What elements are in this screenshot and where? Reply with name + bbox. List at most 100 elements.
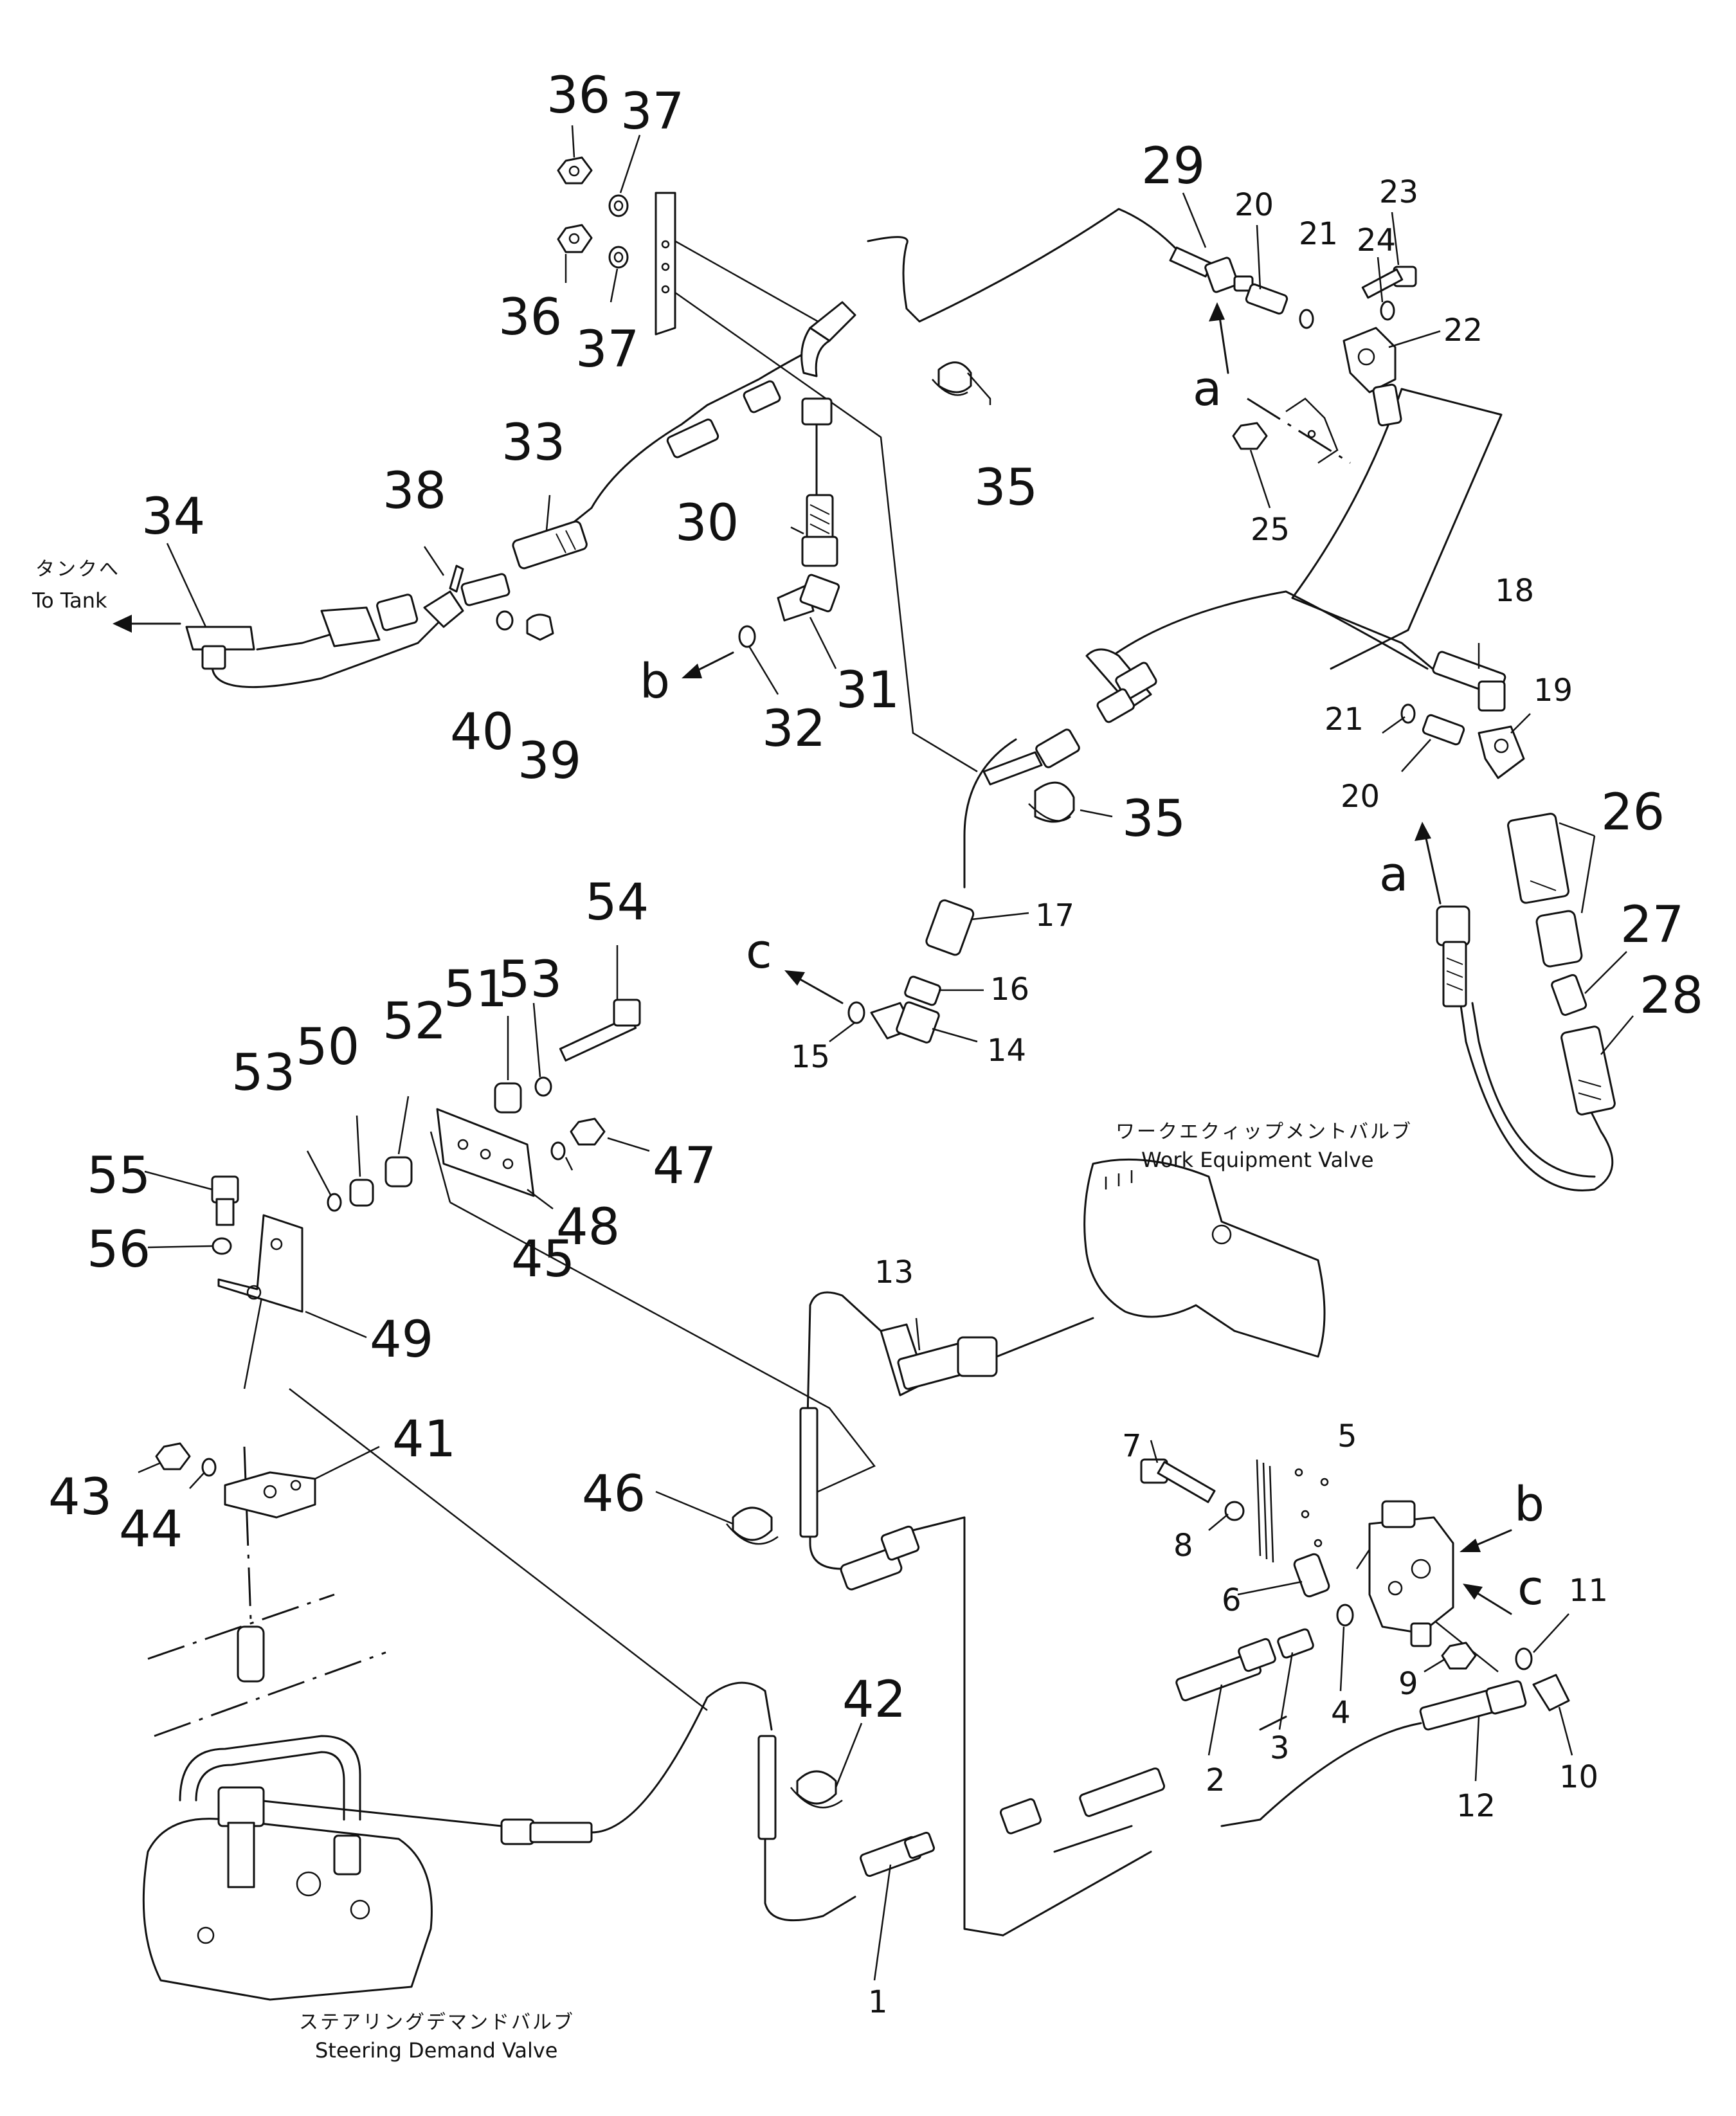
part-20-connector-mid (1422, 714, 1465, 746)
part-13-elbow (880, 1323, 998, 1397)
part-47-nut (570, 1117, 606, 1146)
letter-a-mid: a (1379, 847, 1408, 902)
label-part-27: 27 (1620, 896, 1684, 954)
label-part-35-bottom: 35 (1122, 790, 1186, 848)
label-part-36-top: 36 (547, 67, 610, 125)
label-part-34: 34 (141, 488, 205, 546)
label-part-44: 44 (119, 1501, 183, 1559)
part-29-elbow (1169, 246, 1254, 293)
part-36-nut-lower (557, 224, 593, 253)
label-part-41: 41 (392, 1411, 456, 1469)
label-part-36-bottom: 36 (498, 289, 562, 347)
part-10-elbow (1532, 1674, 1570, 1712)
fitting-near-46 (840, 1525, 920, 1591)
label-part-53-right: 53 (498, 951, 562, 1009)
part-35-u-clamp-upper (932, 361, 972, 396)
part-53-washer-right (534, 1076, 552, 1097)
pipe-joint-mid (982, 728, 1080, 786)
part-50-spacer (349, 1179, 374, 1207)
label-part-40: 40 (450, 703, 514, 761)
label-part-4: 4 (1331, 1695, 1351, 1731)
fitting-mid-upper (1085, 648, 1157, 723)
part-26-filter (1507, 813, 1569, 904)
label-part-25: 25 (1251, 512, 1290, 548)
label-part-21-top: 21 (1299, 216, 1338, 252)
label-part-14: 14 (987, 1033, 1026, 1069)
label-part-15: 15 (791, 1039, 830, 1075)
part-4-oring (1336, 1604, 1354, 1627)
letter-b-right: b (1514, 1477, 1544, 1532)
part-8-washer (1224, 1501, 1245, 1521)
part-25-nut (1232, 422, 1268, 450)
fitting-near-38 (460, 573, 511, 606)
part-43-nut (155, 1442, 191, 1470)
label-part-19: 19 (1533, 673, 1573, 709)
part-30-pipe-fitting (801, 397, 838, 567)
label-part-26: 26 (1601, 784, 1665, 842)
pipe-tube-46 (799, 1407, 818, 1538)
label-part-45: 45 (511, 1231, 575, 1289)
part-5-valve-block (1368, 1500, 1454, 1647)
part-55-bolt (211, 1175, 239, 1226)
pipe-elbow-junction (800, 301, 856, 377)
part-15-oring (847, 1001, 865, 1024)
part-9-nut (1441, 1641, 1477, 1670)
part-number-labels: 36 37 36 37 29 20 21 23 24 22 25 35 33 3… (48, 67, 1703, 2020)
to-tank-jp-label: タンクへ (35, 558, 120, 581)
label-part-13: 13 (874, 1254, 914, 1290)
part-44-washer (201, 1458, 217, 1477)
part-18-connector (1432, 651, 1506, 712)
label-part-56: 56 (87, 1221, 150, 1279)
letter-c-right: c (1517, 1560, 1544, 1616)
label-part-18: 18 (1495, 573, 1534, 609)
part-52-collar (384, 1156, 413, 1188)
fitting-near-34 (320, 593, 419, 647)
part-34-tee (185, 626, 255, 670)
label-part-32: 32 (762, 700, 826, 758)
fitting-upper-33 (666, 419, 719, 458)
label-part-23: 23 (1379, 174, 1418, 210)
label-part-52: 52 (383, 993, 446, 1051)
label-part-38: 38 (383, 462, 446, 520)
label-part-43: 43 (48, 1469, 112, 1526)
part-49-bracket (217, 1214, 303, 1313)
label-part-50: 50 (296, 1018, 359, 1076)
steering-valve-jp-label: ステアリングデマンドバルブ (299, 2011, 575, 2034)
part-1-fitting (860, 1831, 936, 1877)
part-2-hose (999, 1638, 1276, 1834)
label-part-47: 47 (653, 1137, 716, 1195)
work-valve-en-label: Work Equipment Valve (1141, 1148, 1374, 1172)
part-38-clip (423, 565, 464, 628)
label-part-16: 16 (990, 972, 1029, 1008)
part-26-body (1535, 910, 1583, 968)
part-14-elbow (870, 1001, 940, 1044)
letter-b-left: b (640, 654, 670, 709)
label-part-54: 54 (585, 874, 649, 932)
part-33-hose-fitting (512, 520, 588, 570)
part-37-washer-lower (608, 246, 629, 269)
part-51-spacer (494, 1082, 522, 1114)
part-41-bracket (224, 1471, 316, 1519)
fitting-nut-near-junction (743, 380, 781, 413)
steering-valve-en-label: Steering Demand Valve (315, 2038, 557, 2063)
label-part-37-top: 37 (620, 83, 684, 141)
label-part-48: 48 (556, 1198, 620, 1256)
label-part-6: 6 (1222, 1582, 1242, 1618)
label-part-20-mid: 20 (1341, 779, 1380, 815)
label-part-28: 28 (1640, 967, 1703, 1025)
part-7-bolt (1140, 1458, 1216, 1503)
steering-demand-valve (142, 1786, 433, 2001)
label-part-21-mid: 21 (1325, 701, 1364, 737)
part-54-bolt (559, 999, 641, 1062)
label-part-35-top: 35 (974, 459, 1038, 517)
letter-a-top: a (1193, 361, 1222, 417)
part-48-washer (550, 1141, 566, 1161)
part-31-elbow (777, 574, 840, 622)
label-part-30: 30 (675, 494, 739, 552)
label-part-1: 1 (868, 1984, 888, 2020)
label-part-29: 29 (1141, 138, 1205, 195)
part-46-u-clamp (726, 1506, 779, 1545)
pipe-lines (179, 192, 1614, 1937)
mounting-wall-plate (1256, 1459, 1329, 1563)
